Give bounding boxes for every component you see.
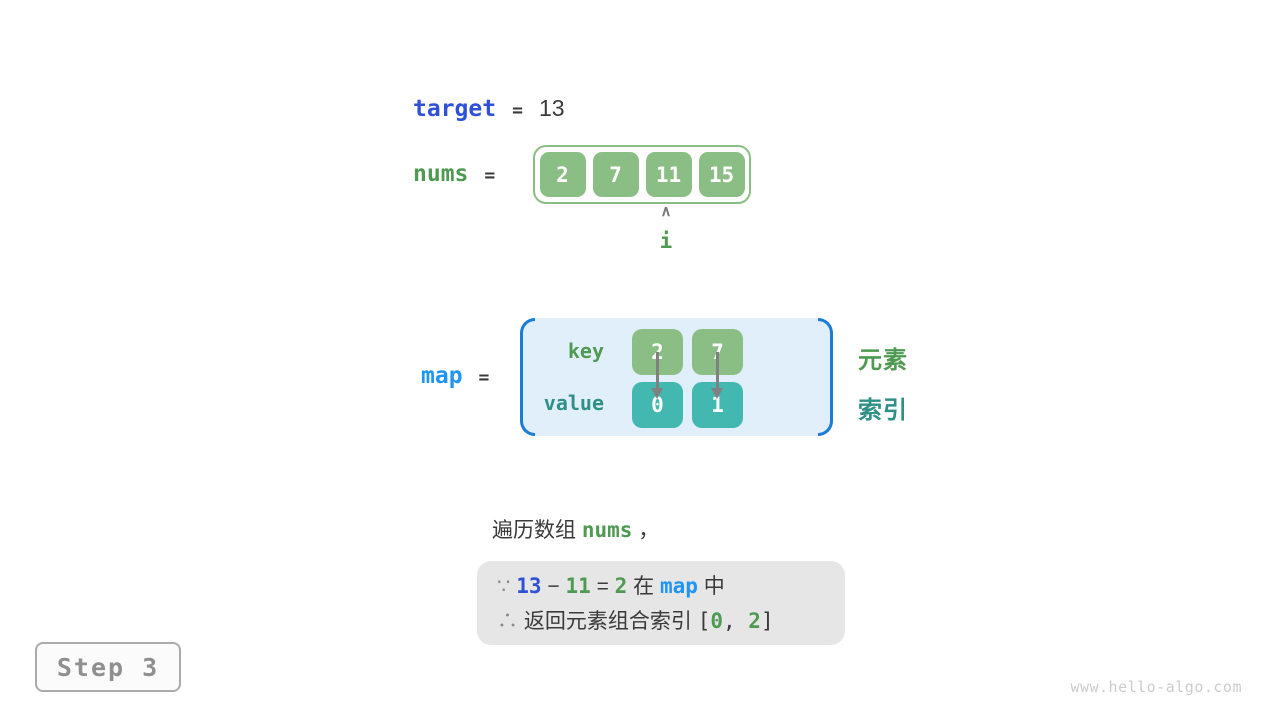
key-to-value-arrow xyxy=(716,352,719,389)
map-label-row: map = xyxy=(421,363,489,389)
text-segment: nums xyxy=(581,518,633,542)
array-cell: 15 xyxy=(698,152,745,197)
conclusion-line-2: ∴ 返回元素组合索引 [0, 2] xyxy=(497,604,845,639)
nums-label-row: nums = xyxy=(413,161,495,187)
element-annotation: 元素 xyxy=(858,347,908,374)
arrow-head-icon xyxy=(651,388,663,399)
pointer-caret-icon: ∧ xyxy=(660,203,672,220)
text-segment: − xyxy=(541,575,566,598)
text-segment: , xyxy=(723,609,749,633)
caption-text: 遍历数组 nums ， xyxy=(492,514,659,544)
nums-array: 2 7 11 15 xyxy=(533,145,751,204)
text-segment: 中 xyxy=(697,575,725,598)
text-segment: 返回元素组合索引 xyxy=(523,610,698,633)
value-row-label: value xyxy=(543,391,604,415)
map-variable-label: map xyxy=(421,363,463,389)
index-annotation: 索引 xyxy=(858,397,908,424)
array-cell: 2 xyxy=(539,152,586,197)
text-segment: map xyxy=(660,574,698,598)
equals-sign: = xyxy=(478,367,490,388)
text-segment: 遍历数组 xyxy=(492,519,582,542)
text-segment: ∵ xyxy=(497,575,517,598)
left-bracket xyxy=(520,318,535,436)
text-segment: ∴ xyxy=(497,610,524,633)
equals-sign: = xyxy=(484,165,496,186)
text-segment: [ xyxy=(697,609,711,633)
text-segment: = xyxy=(590,575,615,598)
target-row: target = 13 xyxy=(413,95,565,122)
text-segment: 0 xyxy=(710,609,723,633)
text-segment: 13 xyxy=(516,574,542,598)
conclusion-line-1: ∵ 13 − 11 = 2 在 map 中 xyxy=(497,569,845,604)
text-segment: 在 xyxy=(627,575,660,598)
text-segment: 2 xyxy=(748,609,761,633)
site-watermark: www.hello-algo.com xyxy=(1070,678,1242,696)
right-bracket xyxy=(818,318,833,436)
text-segment: 11 xyxy=(565,574,591,598)
conclusion-box: ∵ 13 − 11 = 2 在 map 中 ∴ 返回元素组合索引 [0, 2] xyxy=(477,561,845,645)
pointer-i-label: i xyxy=(659,229,673,253)
step-badge: Step 3 xyxy=(35,642,181,692)
key-to-value-arrow xyxy=(656,352,659,389)
key-row-label: key xyxy=(567,339,604,363)
target-variable-label: target xyxy=(413,96,497,122)
array-cell: 7 xyxy=(592,152,639,197)
nums-variable-label: nums xyxy=(413,161,469,187)
text-segment: ， xyxy=(632,519,660,542)
array-cell: 11 xyxy=(645,152,692,197)
equals-sign: = xyxy=(512,100,523,121)
text-segment: ] xyxy=(760,609,774,633)
arrow-head-icon xyxy=(711,388,723,399)
target-value: 13 xyxy=(538,95,565,121)
text-segment: 2 xyxy=(614,574,628,598)
